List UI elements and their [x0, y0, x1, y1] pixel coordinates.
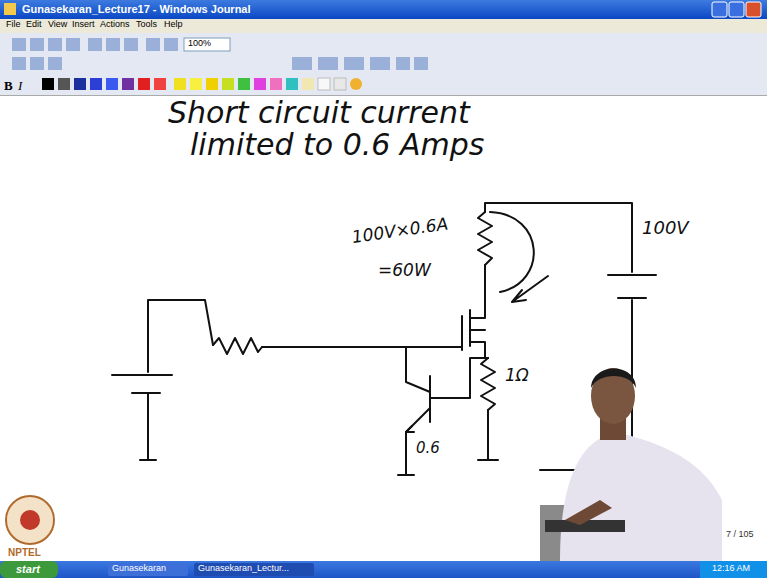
- mosfet-body: [470, 329, 485, 331]
- battery-plate-long: [608, 274, 656, 276]
- start-label: start: [16, 563, 40, 575]
- mosfet-gate: [461, 316, 463, 350]
- pointer-arrow: [512, 276, 548, 302]
- page-number: 7 / 105: [726, 530, 754, 540]
- source-wire: [470, 342, 488, 358]
- color-palette: [42, 78, 362, 90]
- menu-item: Insert: [72, 20, 95, 30]
- maximize-button: [729, 2, 744, 17]
- menu-item: View: [48, 20, 67, 30]
- presenter: [540, 368, 722, 561]
- handwritten-heading: limited to 0.6 Amps: [190, 128, 484, 161]
- supply-wire: [485, 203, 632, 272]
- italic-button: I: [17, 78, 23, 93]
- battery-plate-short: [132, 392, 160, 394]
- app-icon: [4, 3, 16, 15]
- resistor-symbol: [481, 358, 495, 410]
- resistor-symbol: [213, 338, 262, 354]
- handwritten-heading: Short circuit current: [168, 96, 470, 129]
- window-title: Gunasekaran_Lecture17 - Windows Journal: [22, 3, 251, 15]
- start-button: [0, 561, 58, 578]
- menu-bar: [0, 19, 767, 33]
- journal-page: [0, 95, 767, 561]
- clock: 12:16 AM: [712, 564, 750, 574]
- circuit-drawing: [112, 203, 656, 475]
- ground-wire: [478, 410, 498, 460]
- menu-item: Tools: [136, 20, 157, 30]
- task-button: [194, 563, 314, 576]
- power-result: =60W: [378, 261, 431, 280]
- drain-wire: [470, 265, 485, 318]
- toolbar-icons: [12, 38, 428, 70]
- ground-wire: [140, 393, 156, 460]
- task-label: Gunasekaran: [112, 564, 166, 574]
- mosfet-channel: [469, 310, 471, 346]
- task-button: [108, 563, 188, 576]
- zoom-value: 100%: [188, 39, 211, 49]
- tray: [700, 561, 767, 578]
- resistor-symbol: [478, 212, 492, 265]
- title-bar: [0, 0, 767, 19]
- menu-item: Edit: [26, 20, 42, 30]
- nptel-logo: [6, 496, 54, 544]
- menu-item: File: [6, 20, 21, 30]
- task-label: Gunasekaran_Lectur...: [198, 564, 289, 574]
- highlight-arc: [490, 212, 534, 292]
- gate-wire: [262, 346, 462, 348]
- bold-button: B: [4, 78, 13, 93]
- base-wire: [430, 358, 488, 398]
- collector-wire: [406, 347, 430, 392]
- menu-item: Help: [164, 20, 183, 30]
- zoom-box: [184, 38, 230, 51]
- taskbar: [0, 561, 767, 578]
- pulse-source: [148, 300, 213, 372]
- voltage-label: 0.6: [416, 440, 440, 457]
- logo-text: NPTEL: [8, 547, 41, 558]
- toolbar-area: [0, 33, 767, 95]
- battery-plate-short: [618, 297, 646, 299]
- voltage-label: 100V: [642, 218, 689, 238]
- emitter-arrow: [406, 426, 414, 432]
- menu-item: Actions: [100, 20, 130, 30]
- nptel-logo: [20, 510, 40, 530]
- return-wire: [631, 300, 633, 440]
- resistance-label: 1Ω: [505, 366, 529, 385]
- minimize-button: [712, 2, 727, 17]
- close-button: [746, 2, 761, 17]
- battery-plate-long: [112, 374, 172, 376]
